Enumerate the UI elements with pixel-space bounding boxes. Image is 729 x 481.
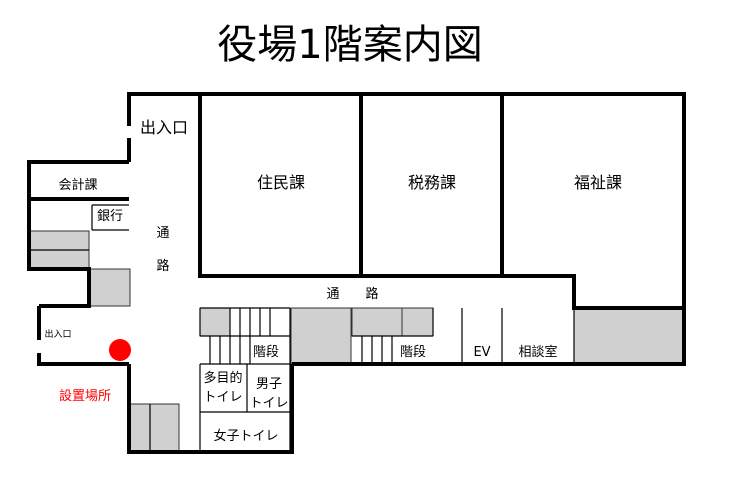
residents-section-label: 住民課	[257, 173, 305, 192]
gray-fixture	[89, 268, 131, 307]
stairs-left-label: 階段	[253, 345, 279, 360]
gray-fixture	[401, 307, 434, 337]
multipurpose-toilet-label-2: トイレ	[203, 390, 242, 405]
gray-fixture	[199, 307, 231, 337]
interior-partitions	[91, 204, 575, 452]
multipurpose-toilet-label-1: 多目的	[203, 370, 242, 386]
page-title: 役場1階案内図	[217, 22, 482, 68]
stairs-right-treads	[352, 308, 434, 364]
corridor-vertical-label-2: 路	[156, 258, 169, 274]
bank-label: 銀行	[97, 209, 123, 224]
stairs-right-label: 階段	[400, 345, 426, 360]
womens-toilet-label: 女子トイレ	[213, 428, 278, 444]
gray-fixture	[573, 307, 685, 365]
corridor-vertical-label-1: 通	[156, 226, 169, 241]
installation-location-label: 設置場所	[59, 388, 111, 404]
welfare-section-label: 福祉課	[574, 173, 622, 192]
consultation-room-label: 相談室	[518, 344, 557, 360]
corridor-horizontal-label-2: 路	[365, 286, 378, 302]
installation-location-marker	[109, 339, 131, 361]
gray-fixture	[128, 403, 180, 453]
tax-section-label: 税務課	[408, 173, 456, 192]
gray-fixture	[351, 307, 403, 337]
gray-fixture	[290, 307, 352, 365]
entrance-top-label: 出入口	[140, 118, 188, 137]
stairs-left-treads	[200, 307, 291, 452]
entrance-side-label: 出入口	[44, 328, 71, 340]
corridor-horizontal-label-1: 通	[326, 287, 339, 302]
outer-walls	[27, 92, 686, 454]
mens-toilet-label-2: トイレ	[249, 396, 288, 411]
elevator-label: EV	[473, 345, 490, 360]
accounting-label: 会計課	[58, 177, 97, 193]
mens-toilet-label-1: 男子	[256, 377, 282, 392]
